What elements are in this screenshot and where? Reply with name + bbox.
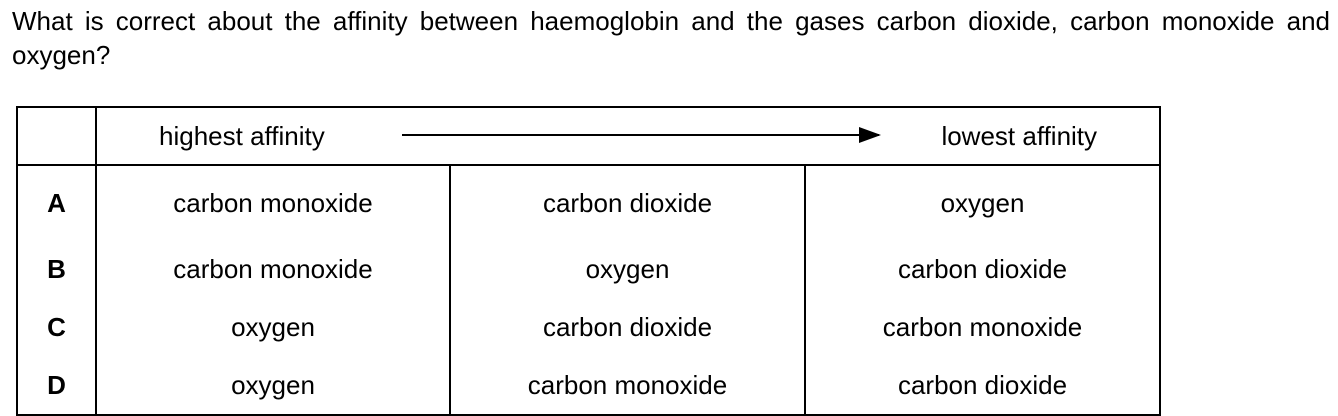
option-letter: B <box>16 240 97 298</box>
lowest-affinity-label: lowest affinity <box>941 120 1098 151</box>
table-row: D oxygen carbon monoxide carbon dioxide <box>16 356 1162 416</box>
table-cell: carbon monoxide <box>803 298 1162 356</box>
table-cell: carbon dioxide <box>803 356 1162 416</box>
table-header-row: highest affinity lowest affinity <box>16 106 1162 166</box>
header-empty-cell <box>16 106 97 166</box>
table-cell: oxygen <box>803 165 1162 240</box>
option-letter: A <box>16 165 97 240</box>
highest-affinity-label: highest affinity <box>159 120 325 151</box>
table-row: B carbon monoxide oxygen carbon dioxide <box>16 240 1162 298</box>
table-cell: carbon monoxide <box>95 240 451 298</box>
table-cell: carbon monoxide <box>449 356 806 416</box>
option-letter: D <box>16 356 97 416</box>
table-cell: carbon dioxide <box>449 165 806 240</box>
right-arrow-icon <box>402 134 879 136</box>
table-cell: oxygen <box>95 356 451 416</box>
table-row: C oxygen carbon dioxide carbon monoxide <box>16 298 1162 356</box>
affinity-scale-cell: highest affinity lowest affinity <box>94 106 1162 166</box>
table-cell: carbon monoxide <box>95 165 451 240</box>
question-text: What is correct about the affinity betwe… <box>12 6 1330 70</box>
table-row: A carbon monoxide carbon dioxide oxygen <box>16 165 1162 240</box>
option-letter: C <box>16 298 97 356</box>
table-cell: oxygen <box>95 298 451 356</box>
table-cell: carbon dioxide <box>449 298 806 356</box>
arrow-head-icon <box>859 127 881 143</box>
table-cell: carbon dioxide <box>803 240 1162 298</box>
answer-options-table: highest affinity lowest affinity A carbo… <box>16 106 1162 416</box>
table-cell: oxygen <box>449 240 806 298</box>
